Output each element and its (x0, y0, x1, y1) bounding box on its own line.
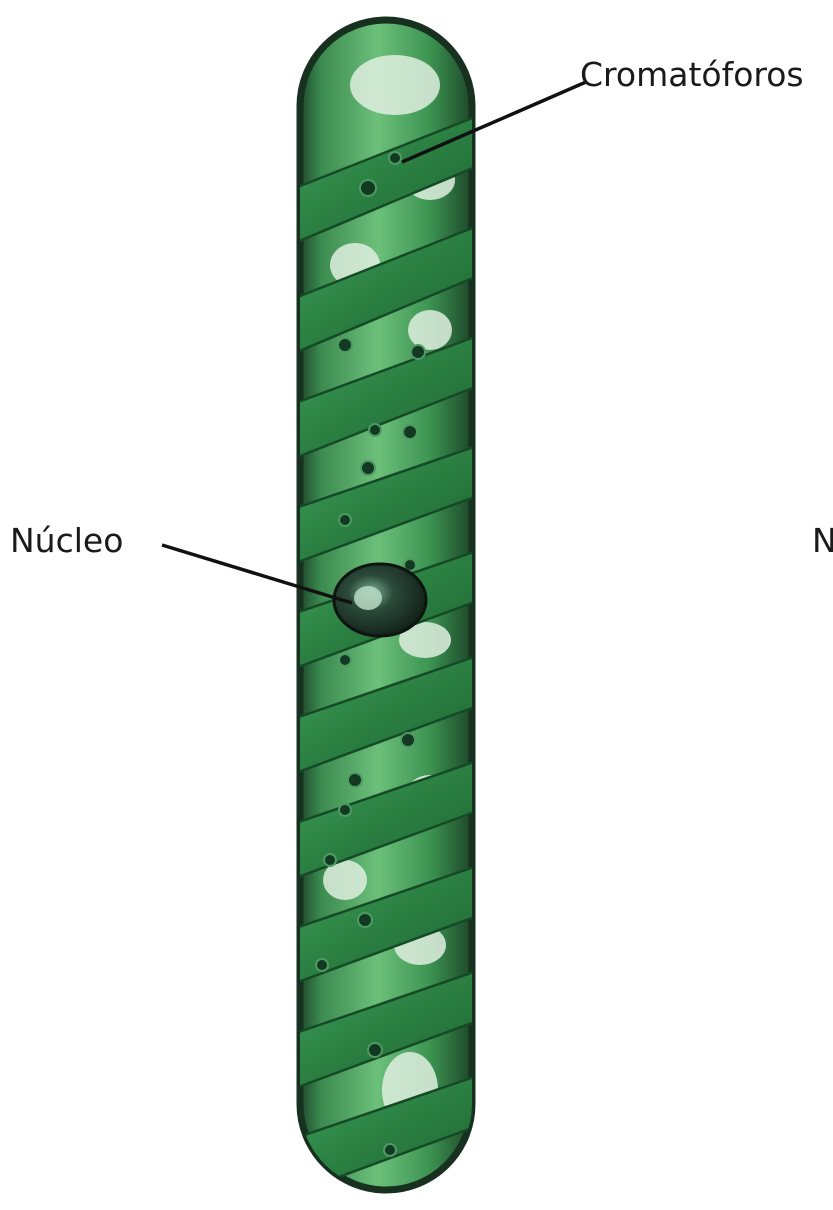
spirogyra-cell (290, 20, 480, 1195)
chromatophores-label: Cromatóforos (580, 55, 804, 94)
nucleus-label: Núcleo (10, 521, 123, 560)
nucleolus (354, 586, 382, 610)
cut-off-label: N (812, 521, 833, 560)
